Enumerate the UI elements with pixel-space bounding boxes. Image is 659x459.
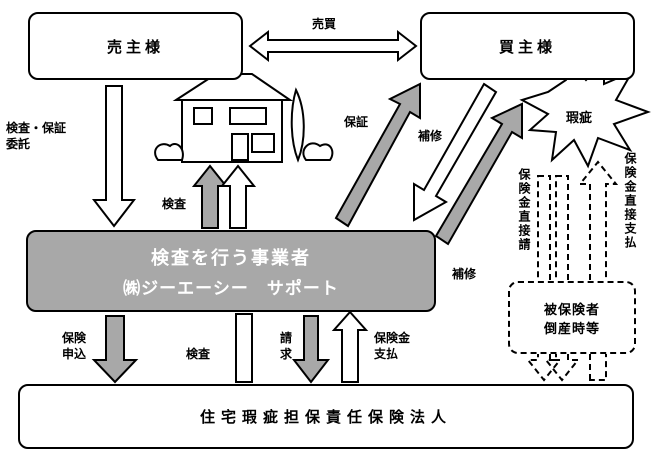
- inspector-box: 検査を行う事業者 ㈱ジーエーシー サポート: [26, 230, 436, 312]
- direct-payment-label: 保険金直接支払: [623, 152, 637, 250]
- insurer-box: 住宅瑕疵担保責任保険法人: [18, 384, 634, 449]
- direct-claim-arrow-2: [543, 175, 581, 382]
- warranty-arrow: [334, 82, 421, 228]
- claim-label: 請 求: [280, 331, 293, 362]
- repair-top-label: 補修: [418, 129, 443, 143]
- inspector-title: 検査を行う事業者: [151, 247, 311, 269]
- payment-arrow: [331, 310, 369, 383]
- insured-box: 被保険者 倒産時等: [508, 281, 636, 354]
- insurer-label: 住宅瑕疵担保責任保険法人: [199, 408, 452, 426]
- direct-claim-arrow: [525, 175, 563, 382]
- repair-bottom-label: 補修: [452, 267, 477, 281]
- insured-line1: 被保険者: [543, 302, 600, 318]
- defect-label: 瑕疵: [566, 111, 593, 126]
- claim-arrow: [291, 315, 331, 384]
- direct-claim-label: 保険金直接請: [517, 168, 531, 252]
- warranty-label: 保証: [344, 115, 369, 129]
- inspect-bottom-shaft: [235, 313, 253, 383]
- seller-box: 売主様: [28, 12, 243, 80]
- buyer-box: 買主様: [420, 12, 635, 80]
- sale-double-arrow: [248, 29, 418, 63]
- inspect-up-arrow-1: [191, 164, 229, 229]
- repair-arrow-top: [413, 82, 498, 222]
- consign-arrow: [91, 85, 137, 228]
- seller-label: 売主様: [106, 37, 164, 56]
- inspect-top-label: 検査: [162, 197, 187, 211]
- house-illustration: [154, 73, 334, 163]
- insured-line2: 倒産時等: [543, 321, 600, 337]
- payment-label: 保険金 支払: [374, 331, 411, 362]
- repair-arrow-bottom: [434, 102, 523, 246]
- apply-label: 保険 申込: [62, 331, 87, 362]
- apply-arrow: [91, 315, 139, 384]
- buyer-label: 買主様: [498, 37, 556, 56]
- inspector-company: ㈱ジーエーシー サポート: [123, 278, 339, 299]
- inspect-up-arrow-2: [219, 164, 257, 229]
- consign-label: 検査・保証 委託: [6, 121, 67, 152]
- sale-label: 売買: [312, 17, 337, 31]
- inspect-bottom-label: 検査: [186, 347, 211, 361]
